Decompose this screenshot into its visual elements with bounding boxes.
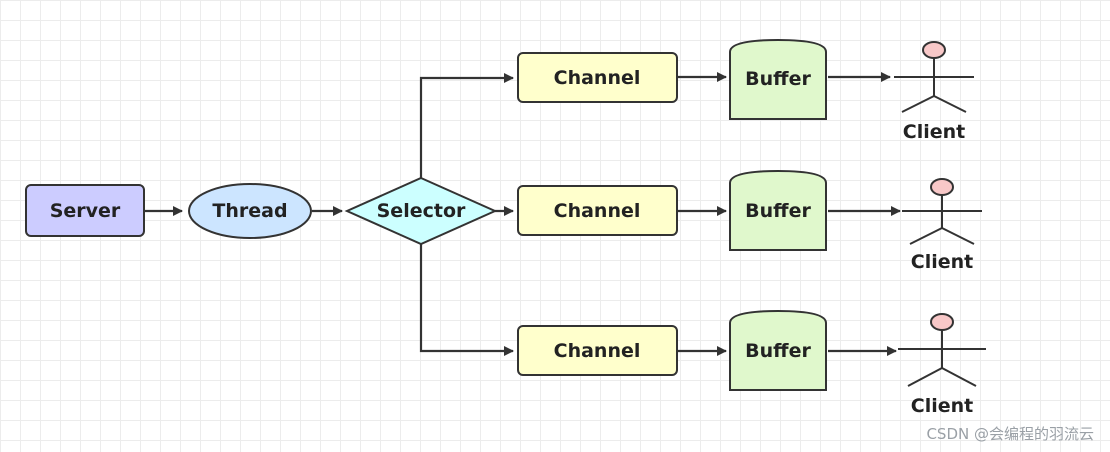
edges [145,72,901,356]
server-node: Server [25,184,145,237]
channel-label: Channel [554,67,641,89]
client-label: Client [903,121,965,143]
client-head-icon [922,41,946,59]
channel-label: Channel [554,200,641,222]
client-label: Client [911,251,973,273]
buffer-node-1: Buffer [729,38,827,120]
edge-selector-channel-3 [419,244,514,356]
client-head-icon [930,178,954,196]
channel-node-2: Channel [517,185,678,236]
thread-label: Thread [212,200,287,222]
client-actor-1: Client [894,41,974,143]
buffer-label: Buffer [745,68,811,90]
channel-node-1: Channel [517,52,678,103]
watermark-text: CSDN @会编程的羽流云 [926,425,1094,443]
edge-selector-channel-1 [419,73,514,178]
selector-label: Selector [377,200,466,222]
buffer-node-2: Buffer [729,169,827,251]
selector-node: Selector [344,176,498,246]
thread-node: Thread [188,183,312,239]
client-actor-3: Client [898,313,986,417]
client-head-icon [930,313,954,331]
server-label: Server [50,200,121,222]
channel-label: Channel [554,340,641,362]
buffer-node-3: Buffer [729,309,827,391]
buffer-label: Buffer [745,340,811,362]
channel-node-3: Channel [517,325,678,376]
buffer-label: Buffer [745,200,811,222]
client-actor-2: Client [902,178,982,273]
client-label: Client [911,395,973,417]
